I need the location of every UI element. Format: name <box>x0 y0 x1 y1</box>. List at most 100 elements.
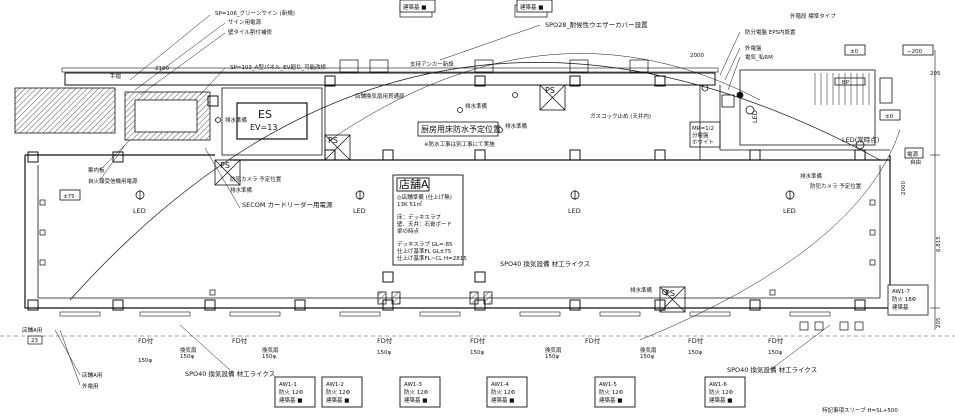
label-outer-switch: 外電盤 <box>745 44 762 52</box>
ev-room <box>221 87 323 156</box>
label-drain-3: 排水準備 <box>505 122 528 130</box>
canopy-band <box>64 72 716 86</box>
aw-box-frames <box>274 376 746 408</box>
fd-2: FD付 <box>232 336 248 345</box>
aw-right-line2: 建築基 <box>892 303 909 311</box>
fan-1: 換気扇 <box>180 346 197 354</box>
shop-a-title-box <box>396 177 430 192</box>
size-6: 150φ <box>545 354 559 360</box>
label-ps-1: PS <box>545 86 555 95</box>
shop-a-line-8: デッキスラブ GL=-85 <box>397 240 453 248</box>
label-2000: 2000 <box>690 53 704 59</box>
window-openings <box>59 311 831 317</box>
label-es: ES <box>258 108 272 121</box>
led-6: LED(常時点) <box>842 135 879 144</box>
label-panel-out: 案内板 <box>88 166 105 174</box>
label-ps-2: PS <box>328 136 338 145</box>
label-2100: 2100 <box>155 66 169 72</box>
stair-side-box <box>879 77 893 104</box>
shop-a-line-10: 仕上げ基準FL~CL H=2815 <box>397 254 467 262</box>
label-mr: MR=1/2 <box>692 126 714 132</box>
aw6-line2: 建築基 ■ <box>709 396 732 404</box>
door-swing-arc-2 <box>329 53 761 141</box>
label-pm0-1: ±0 <box>850 49 859 55</box>
size-4: 150φ <box>377 350 391 356</box>
aw1-line2: 建築基 ■ <box>279 396 302 404</box>
shop-a-line-9: 仕上げ基準FL GL±75 <box>397 247 452 255</box>
label-valve: ガスコック止め (天井内) <box>590 112 651 120</box>
text-layer: SP=106_グリーンサイン (新規) サイン用電源 壁タイル割付補修 SP=1… <box>22 3 942 414</box>
bp-box <box>834 77 866 86</box>
label-drain-6: 排水準備 <box>800 172 823 180</box>
label-waterproof: 厨房用床防水予定位置 <box>421 124 501 134</box>
right-box: 電源 <box>907 150 919 158</box>
aw4-title: AW1-4 <box>491 382 509 388</box>
fd-3: FD付 <box>377 336 393 345</box>
aw-right-line1: 防火 18Φ <box>892 295 917 303</box>
shop-a-line-2: 13K 51㎡ <box>397 200 422 208</box>
aw2-line1: 防火 12Φ <box>326 388 351 396</box>
label-mr-2: 分電盤 <box>692 131 709 139</box>
size-8: 150φ <box>688 350 702 356</box>
label-drain-4: 排水準備 <box>630 286 653 294</box>
fan-3: 換気扇 <box>545 346 562 354</box>
size-3: 150φ <box>262 354 276 360</box>
label-switch-rm: 電気_私RM <box>745 53 773 61</box>
size-5: 150φ <box>470 350 484 356</box>
shop-a-line-4: 床：デッキスラブ <box>397 213 441 221</box>
aw-right-title: AW1-7 <box>892 289 910 295</box>
label-sign-power: サイン用電源 <box>228 18 262 26</box>
label-camera-1: 防犯カメラ 予定位置 <box>230 175 282 183</box>
label-bottom-right-note: 特記事項スリーブ H=SL+500 <box>822 406 898 414</box>
main-outline <box>24 155 891 309</box>
size-9: 150φ <box>768 350 782 356</box>
door-swing-arc <box>69 62 881 301</box>
top-left-box-frame <box>399 0 436 13</box>
fd-1: FD付 <box>138 336 154 345</box>
size-2: 150φ <box>180 354 194 360</box>
fan-4: 換気扇 <box>640 346 657 354</box>
led-5: LED <box>751 110 759 123</box>
label-aw-tag: 店舗A用 <box>22 326 42 334</box>
label-sp028: SPO28_耐候性ウエザーカバー設置 <box>545 20 648 29</box>
aw5-line2: 建築基 ■ <box>599 396 622 404</box>
label-2000b: 2000 <box>901 181 907 195</box>
leader-lines <box>54 14 831 386</box>
fan-2: 換気扇 <box>262 346 279 354</box>
label-anchor: 支持アンカー新設 <box>410 60 454 68</box>
label-drain-1: 排水準備 <box>225 116 248 124</box>
label-eps-board: 防分電盤 EPS内設置 <box>745 28 796 36</box>
aw2-title: AW1-2 <box>326 382 344 388</box>
shop-a-line-5: 壁、天井：石膏ボード <box>397 220 452 228</box>
label-plus75: ±75 <box>63 194 75 200</box>
aw3-line1: 防火 12Φ <box>404 388 429 396</box>
hatched-posts <box>377 291 493 305</box>
fd-4: FD付 <box>470 336 486 345</box>
top-boxes <box>339 4 649 73</box>
aw3-title: AW1-3 <box>404 382 422 388</box>
shop-a-box <box>392 174 464 266</box>
led-symbols <box>135 105 865 200</box>
label-205: 205 <box>930 71 941 77</box>
aw6-line1: 防火 12Φ <box>709 388 734 396</box>
ev-shaft <box>236 102 308 140</box>
right-small: 自由 <box>910 158 921 166</box>
aw6-title: AW1-6 <box>709 382 727 388</box>
led-1: LED <box>133 207 146 215</box>
aw3-line2: 建築基 ■ <box>404 396 427 404</box>
label-secom: SECOM カードリーダー用電源 <box>242 200 333 209</box>
mr-box <box>689 121 721 148</box>
label-waterproof-note: ※防水工事は別工事にて実施 <box>424 140 495 148</box>
label-aw-num: 23 <box>31 338 38 344</box>
pm0-box <box>844 44 866 56</box>
fd-5: FD付 <box>585 336 601 345</box>
led-3: LED <box>568 207 581 215</box>
shop-a-line-1: ◎店舗準備 (仕上げ無) <box>397 193 452 201</box>
aw2-line2: 建築基 ■ <box>326 396 349 404</box>
aw4-line1: 防火 12Φ <box>491 388 516 396</box>
label-exterior: 外電用 <box>82 382 99 390</box>
shop-a-title: 店舗A <box>399 177 429 191</box>
fd-6: FD付 <box>688 336 704 345</box>
